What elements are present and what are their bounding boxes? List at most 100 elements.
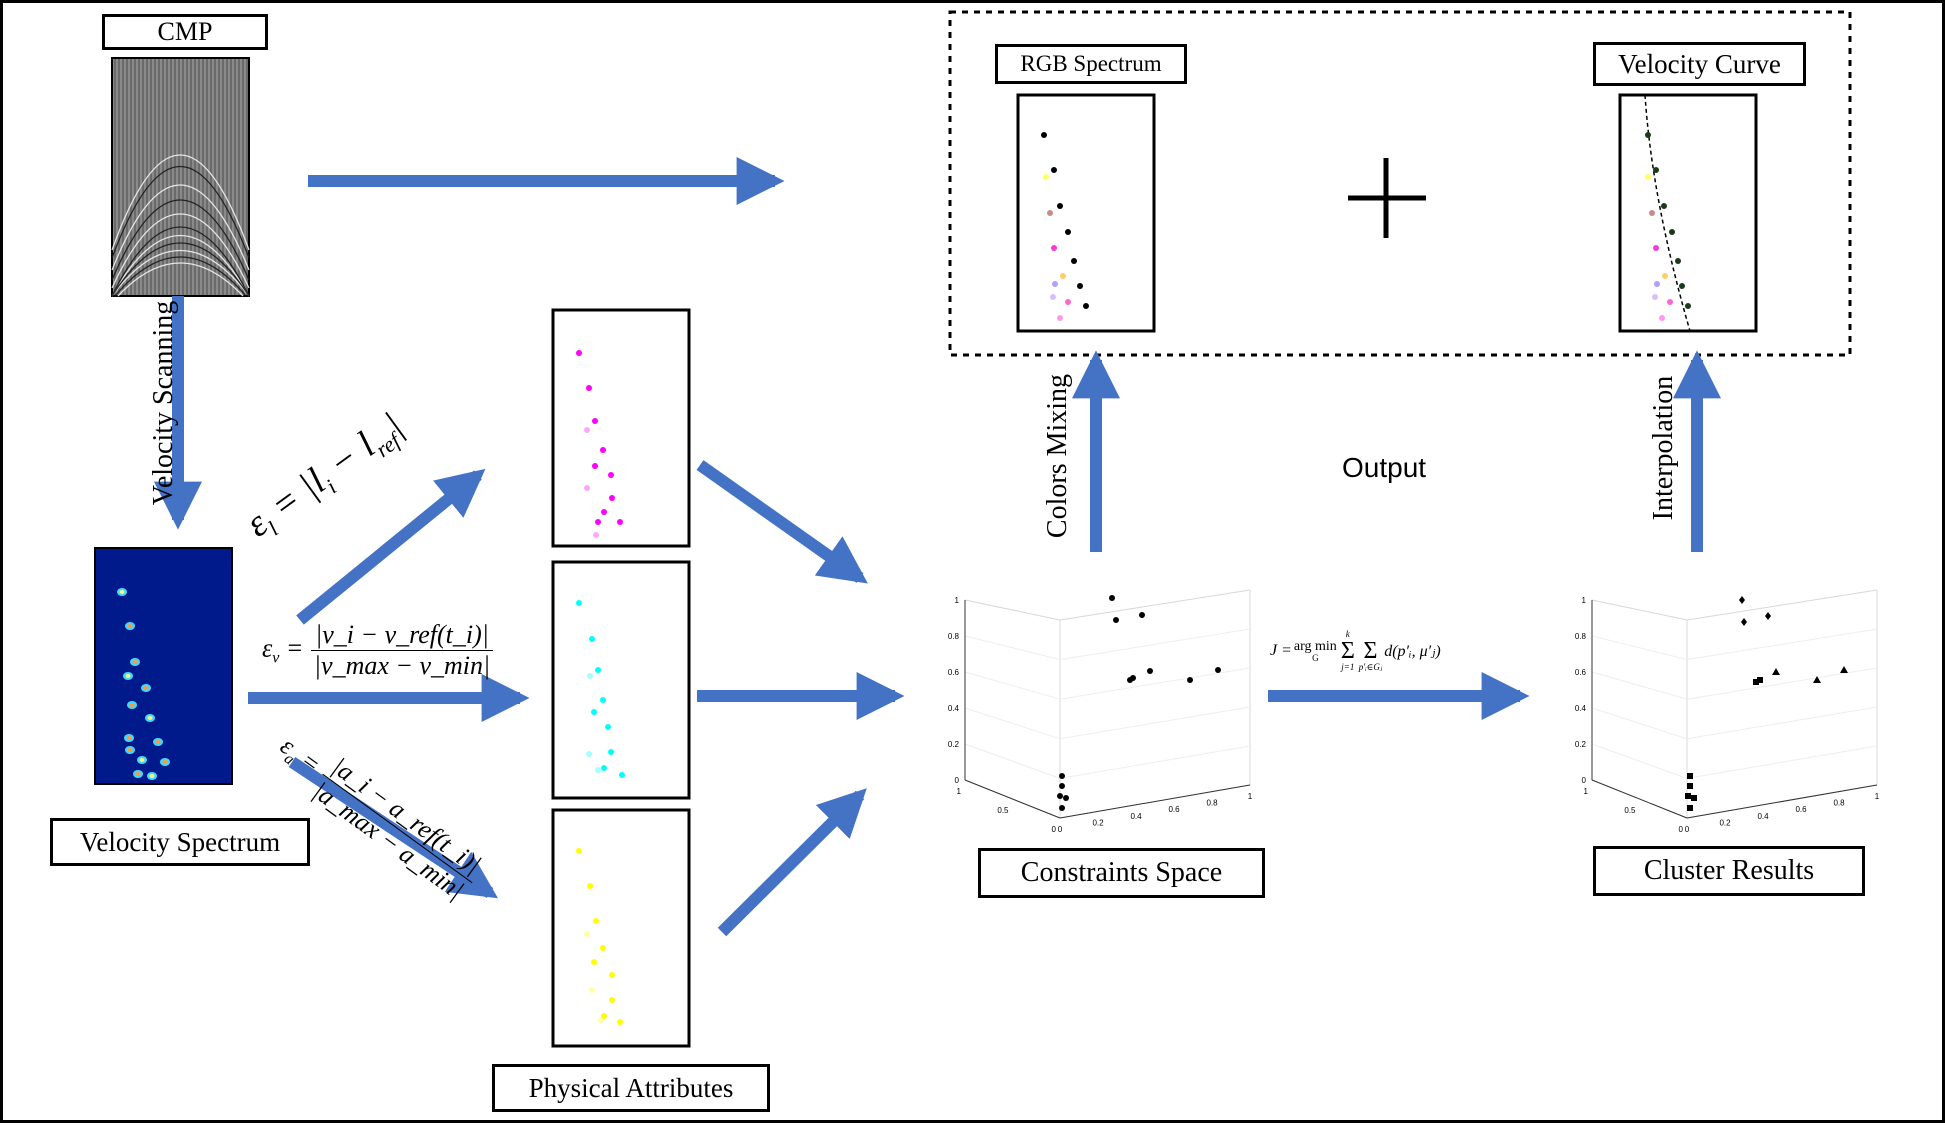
rgb-dot (1057, 315, 1063, 321)
attribute-dot (595, 667, 601, 673)
y-tick-label: 0.6 (1795, 805, 1807, 814)
attribute-panel-amplitude (551, 808, 691, 1048)
attribute-dot (592, 418, 598, 424)
cluster-marker (1757, 677, 1763, 683)
x-tick-label: 1 (1584, 787, 1589, 796)
attribute-dot (584, 931, 590, 937)
curve-dot (1645, 174, 1651, 180)
spectrum-peak-core (149, 774, 155, 778)
z-tick-label: 0.6 (948, 668, 960, 677)
x-tick-label: 0 (1679, 825, 1684, 834)
attribute-dot (595, 767, 601, 773)
cluster-marker (1765, 612, 1771, 620)
scatter-point (1059, 773, 1065, 779)
curve-dot (1645, 132, 1651, 138)
scatter-point (1113, 617, 1119, 623)
attribute-dot (609, 997, 615, 1003)
y-tick-label: 1 (1875, 792, 1880, 801)
cluster-marker (1685, 793, 1691, 799)
curve-dot (1661, 203, 1667, 209)
attribute-dot (617, 519, 623, 525)
velocity-curve-label: Velocity Curve (1593, 42, 1806, 86)
rgb-dot (1041, 132, 1047, 138)
scatter-point (1059, 805, 1065, 811)
attribute-dot (592, 463, 598, 469)
spectrum-peak-core (126, 736, 132, 740)
rgb-dot (1060, 273, 1066, 279)
x-tick-label: 1 (957, 787, 962, 796)
curve-dot (1667, 299, 1673, 305)
curve-dot (1653, 245, 1659, 251)
rgb-dot (1051, 245, 1057, 251)
z-tick-label: 1 (955, 596, 960, 605)
y-tick-label: 0.8 (1833, 799, 1845, 808)
z-tick-label: 0.6 (1575, 668, 1587, 677)
scatter-point (1109, 595, 1115, 601)
attribute-dot (589, 636, 595, 642)
y-tick-label: 0 (1058, 825, 1063, 834)
cluster-results-label: Cluster Results (1593, 846, 1865, 896)
y-tick-label: 0.4 (1130, 812, 1142, 821)
rgb-dot (1051, 167, 1057, 173)
curve-dot (1653, 167, 1659, 173)
rgb-dot (1077, 283, 1083, 289)
attribute-dot (595, 519, 601, 525)
rgb-dot (1043, 174, 1049, 180)
rgb-dot (1057, 203, 1063, 209)
arrow-to-amplitude (288, 756, 499, 899)
rgb-dot (1052, 281, 1058, 287)
attribute-dot (600, 447, 606, 453)
velocity-spectrum-label: Velocity Spectrum (50, 818, 310, 866)
rgb-spectrum-panel (1016, 93, 1156, 333)
curve-dot (1654, 281, 1660, 287)
y-tick-label: 1 (1248, 792, 1253, 801)
z-tick-label: 0 (1582, 776, 1587, 785)
rgb-spectrum-label: RGB Spectrum (995, 44, 1187, 84)
rgb-dot (1071, 258, 1077, 264)
eq-eps-v: εv = |v_i − v_ref(t_i)||v_max − v_min| (262, 620, 494, 681)
flow-arrows (154, 157, 1721, 937)
spectrum-peak-core (129, 703, 135, 707)
attribute-dot (593, 532, 599, 538)
arrow-location-to-space (696, 460, 868, 584)
scatter-point (1215, 667, 1221, 673)
y-tick-label: 0.2 (1092, 818, 1104, 827)
scatter-point (1130, 675, 1136, 681)
y-tick-label: 0.2 (1719, 818, 1731, 827)
spectrum-peak-core (147, 716, 153, 720)
spectrum-peak-core (162, 760, 168, 764)
z-tick-label: 0.4 (948, 704, 960, 713)
yellow-dots (576, 848, 623, 1025)
attribute-dot (587, 883, 593, 889)
scatter-point (1139, 612, 1145, 618)
attribute-panel-velocity (551, 560, 691, 800)
attribute-dot (587, 673, 593, 679)
cluster-marker (1741, 618, 1747, 626)
constraints-space-label: Constraints Space (978, 848, 1265, 898)
physical-attributes-label: Physical Attributes (492, 1064, 770, 1112)
attribute-dot (601, 765, 607, 771)
cluster-marker (1840, 666, 1848, 673)
curve-dot (1649, 210, 1655, 216)
cluster-marker (1739, 596, 1745, 604)
spectrum-peak-core (135, 772, 141, 776)
z-tick-label: 0.2 (948, 740, 960, 749)
colors-mixing-label: Colors Mixing (1042, 373, 1073, 539)
curve-dot (1685, 303, 1691, 309)
cmp-gather-image (111, 57, 250, 297)
attribute-dot (576, 848, 582, 854)
attribute-dot (586, 385, 592, 391)
plus-sign (1348, 158, 1426, 238)
spectrum-peak-core (143, 686, 149, 690)
curve-dot (1659, 315, 1665, 321)
y-tick-label: 0 (1685, 825, 1690, 834)
attribute-dot (600, 697, 606, 703)
z-tick-label: 0.8 (948, 632, 960, 641)
output-label: Output (1342, 452, 1427, 483)
x-tick-label: 0.5 (1624, 806, 1636, 815)
scatter-point (1063, 795, 1069, 801)
velocity-curve-line (1644, 94, 1691, 332)
